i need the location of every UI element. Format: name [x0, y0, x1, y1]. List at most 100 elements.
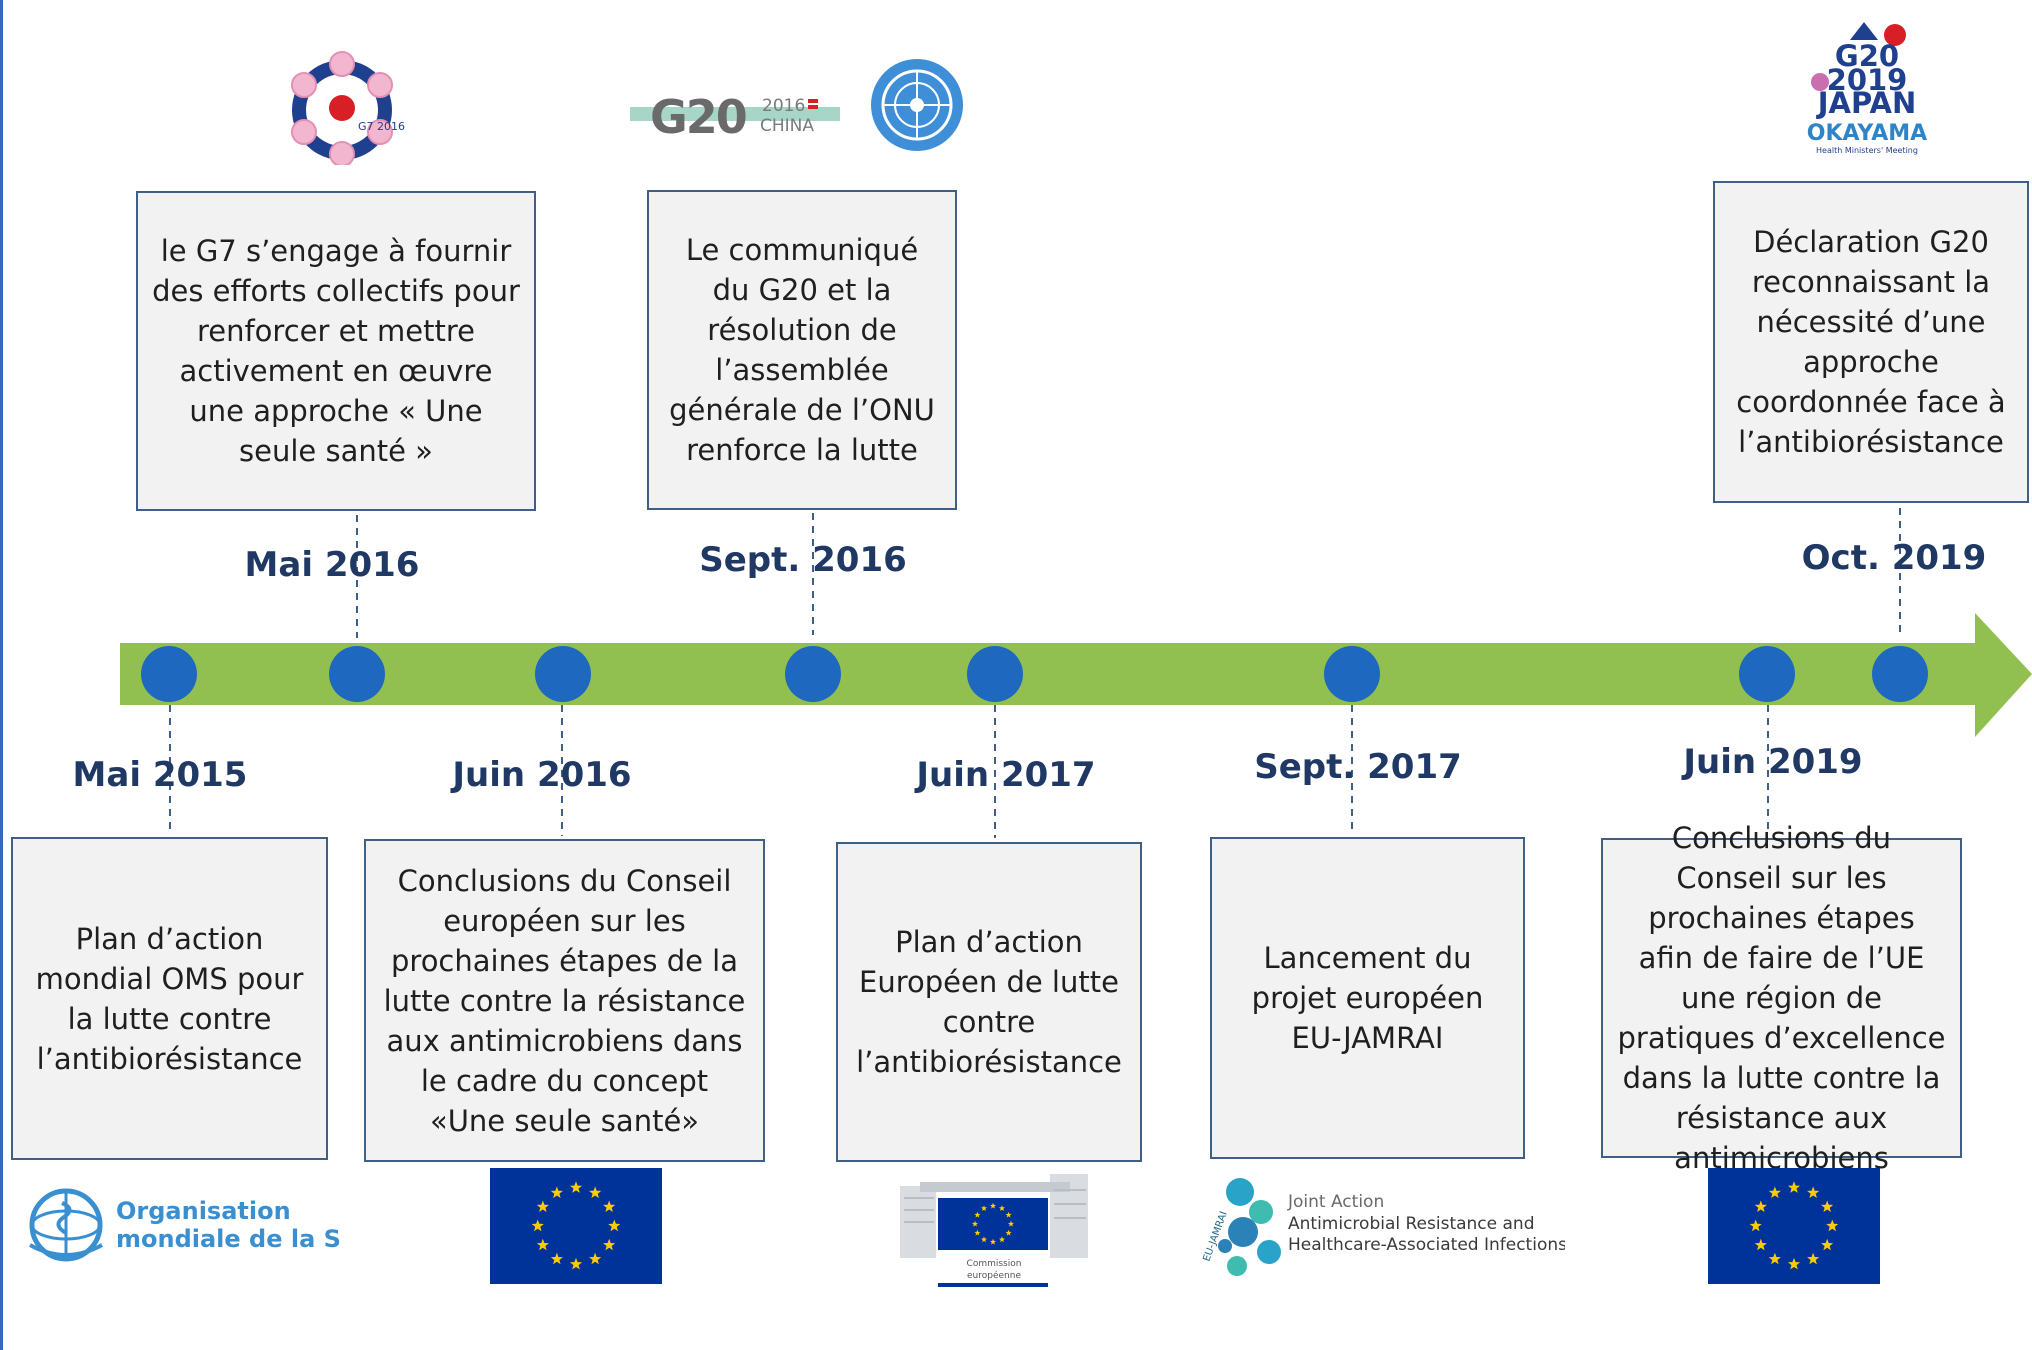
g20-china-main-text: G20	[650, 90, 746, 144]
eu-star-icon	[1787, 1257, 1801, 1270]
eu-star-icon	[972, 1220, 978, 1227]
eu-star-icon	[1005, 1211, 1012, 1218]
date-label-may-2016: Mai 2016	[244, 545, 420, 585]
event-box-eu-plan-june-2017: Plan d’action Européen de lutte contre l…	[836, 842, 1142, 1162]
eu-star-icon	[569, 1181, 583, 1193]
g7-logo-text: G7 2016	[358, 120, 405, 133]
eu-star-icon	[608, 1219, 621, 1232]
eu-star-icon	[589, 1252, 602, 1265]
eu-star-icon	[536, 1200, 549, 1212]
ec-logo-line2: européenne	[967, 1270, 1021, 1281]
who-logo: Organisation mondiale de la Santé	[29, 1188, 340, 1262]
g20-china-year: 2016	[762, 96, 805, 116]
event-text: Conclusions du Conseil sur les prochaine…	[1617, 821, 1946, 1175]
eu-jamrai-logo: EU-JAMRAI Joint Action Antimicrobial Res…	[1201, 1178, 1565, 1276]
jamrai-line3: Healthcare-Associated Infections	[1288, 1235, 1565, 1255]
event-box-jamrai-sept-2017: Lancement du projet européen EU-JAMRAI	[1210, 837, 1525, 1159]
timeline-dot	[785, 646, 841, 702]
eu-star-icon	[1754, 1238, 1767, 1251]
left-edge-border	[0, 0, 3, 1350]
date-label-june-2016: Juin 2016	[452, 755, 632, 795]
eu-star-icon	[1754, 1200, 1767, 1212]
jamrai-vertical-text: EU-JAMRAI	[1201, 1210, 1229, 1263]
date-label-june-2017: Juin 2017	[916, 755, 1096, 795]
timeline-arrow-shaft	[120, 643, 1975, 705]
event-text: Déclaration G20 reconnaissant la nécessi…	[1736, 225, 2006, 459]
event-text: Plan d’action mondial OMS pour la lutte …	[35, 921, 304, 1076]
timeline-dot	[1739, 646, 1795, 702]
eu-star-icon	[550, 1252, 563, 1265]
eu-star-icon	[981, 1205, 987, 1211]
g20-japan-line2: 2019	[1827, 63, 1908, 97]
event-box-council-june-2016: Conclusions du Conseil européen sur les …	[364, 839, 765, 1162]
eu-star-icon	[603, 1200, 616, 1212]
eu-star-icon	[603, 1238, 616, 1251]
eu-star-icon	[981, 1236, 987, 1243]
g20-japan-line5: Health Ministers' Meeting	[1816, 146, 1918, 155]
eu-flag-icon	[490, 1168, 662, 1284]
date-label-sept-2017: Sept. 2017	[1254, 747, 1462, 787]
eu-star-icon	[1768, 1186, 1781, 1198]
who-logo-line2: mondiale de la Santé	[116, 1225, 340, 1253]
eu-star-icon	[1821, 1200, 1834, 1212]
event-box-g7-may-2016: le G7 s’engage à fournir des efforts col…	[136, 191, 536, 511]
g7-ise-shima-logo: G7 2016	[291, 51, 405, 165]
date-label-oct-2019: Oct. 2019	[1801, 538, 1987, 578]
eu-star-icon	[536, 1238, 549, 1251]
who-emblem-icon	[29, 1188, 103, 1262]
event-text: Conclusions du Conseil européen sur les …	[383, 863, 746, 1138]
date-label-sept-2016: Sept. 2016	[699, 540, 907, 580]
eu-star-icon	[990, 1202, 996, 1209]
european-commission-logo: Commission européenne	[900, 1174, 1088, 1287]
eu-star-icon	[569, 1257, 583, 1270]
timeline-arrow-head	[1975, 613, 2032, 737]
timeline-dot	[535, 646, 591, 702]
eu-star-icon	[1826, 1219, 1839, 1232]
eu-star-icon	[1749, 1219, 1762, 1232]
g20-china-country: CHINA	[760, 116, 814, 136]
eu-star-icon	[1807, 1252, 1820, 1265]
who-logo-line1: Organisation	[116, 1197, 291, 1225]
eu-star-icon	[550, 1186, 563, 1198]
timeline-dot	[1872, 646, 1928, 702]
eu-star-icon	[1787, 1181, 1801, 1193]
g20-japan-line4: OKAYAMA	[1807, 121, 1927, 146]
event-box-oms-may-2015: Plan d’action mondial OMS pour la lutte …	[11, 837, 328, 1160]
event-box-council-june-2019: Conclusions du Conseil sur les prochaine…	[1601, 821, 1962, 1175]
eu-star-icon	[531, 1219, 544, 1232]
g20-japan-line3: JAPAN	[1816, 86, 1917, 120]
jamrai-line2: Antimicrobial Resistance and	[1288, 1214, 1535, 1234]
event-box-g20-oct-2019: Déclaration G20 reconnaissant la nécessi…	[1713, 181, 2029, 503]
eu-star-icon	[1008, 1220, 1014, 1227]
event-text: Le communiqué du G20 et la résolution de…	[669, 233, 935, 467]
eu-star-icon	[974, 1229, 981, 1236]
eu-star-icon	[1821, 1238, 1834, 1251]
event-box-g20-sept-2016: Le communiqué du G20 et la résolution de…	[647, 190, 957, 510]
date-label-may-2015: Mai 2015	[72, 755, 248, 795]
date-label-june-2019: Juin 2019	[1683, 742, 1863, 782]
timeline-dot	[1324, 646, 1380, 702]
jamrai-line1: Joint Action	[1287, 1192, 1384, 1212]
eu-star-icon	[999, 1236, 1005, 1243]
un-emblem-icon	[871, 59, 963, 151]
ec-flag-stars	[972, 1202, 1014, 1245]
g20-japan-logo: G20 2019 JAPAN OKAYAMA Health Ministers'…	[1807, 22, 1927, 155]
event-text: Lancement du projet européen EU-JAMRAI	[1251, 941, 1484, 1055]
eu-star-icon	[1768, 1252, 1781, 1265]
eu-star-icon	[1807, 1186, 1820, 1198]
eu-flag-icon	[1708, 1168, 1880, 1284]
timeline-dot	[141, 646, 197, 702]
eu-star-icon	[974, 1211, 981, 1218]
eu-star-icon	[1005, 1229, 1012, 1236]
g20-china-logo: G20 2016 CHINA	[630, 90, 840, 144]
timeline-dot	[967, 646, 1023, 702]
event-text: le G7 s’engage à fournir des efforts col…	[152, 234, 520, 468]
ec-logo-line1: Commission	[967, 1259, 1022, 1269]
jamrai-cells-icon	[1218, 1178, 1281, 1276]
event-text: Plan d’action Européen de lutte contre l…	[856, 925, 1122, 1079]
g20-japan-line1: G20	[1835, 39, 1899, 73]
eu-star-icon	[990, 1238, 996, 1245]
eu-star-icon	[589, 1186, 602, 1198]
